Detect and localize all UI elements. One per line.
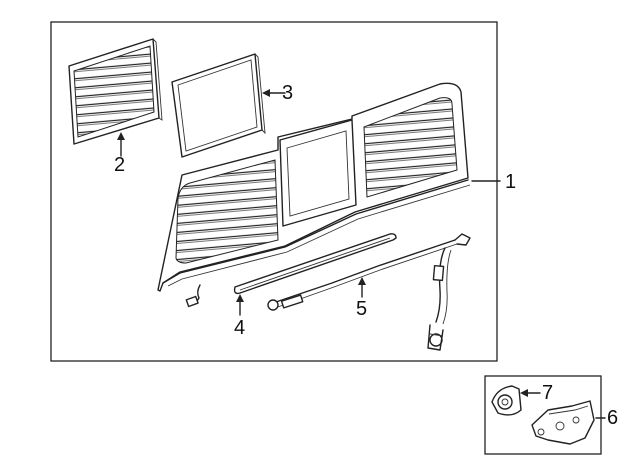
callout-2: 2 [114,154,126,176]
callout-6: 6 [607,407,619,429]
part-4-seal-strip [233,233,397,295]
part-2-louver-panel [68,38,163,145]
callout-4: 4 [234,317,246,339]
callout-3: 3 [282,82,294,104]
callout-5: 5 [356,298,368,320]
part-7-motor [491,385,522,416]
part-5-harness [267,233,471,351]
part-3-glass-panel [171,53,266,158]
part-6-bracket [531,400,595,445]
inset-frame [484,375,602,455]
part-1-rear-window [157,82,471,308]
callout-1: 1 [505,171,517,193]
main-frame [50,21,498,362]
callout-7: 7 [542,382,554,404]
